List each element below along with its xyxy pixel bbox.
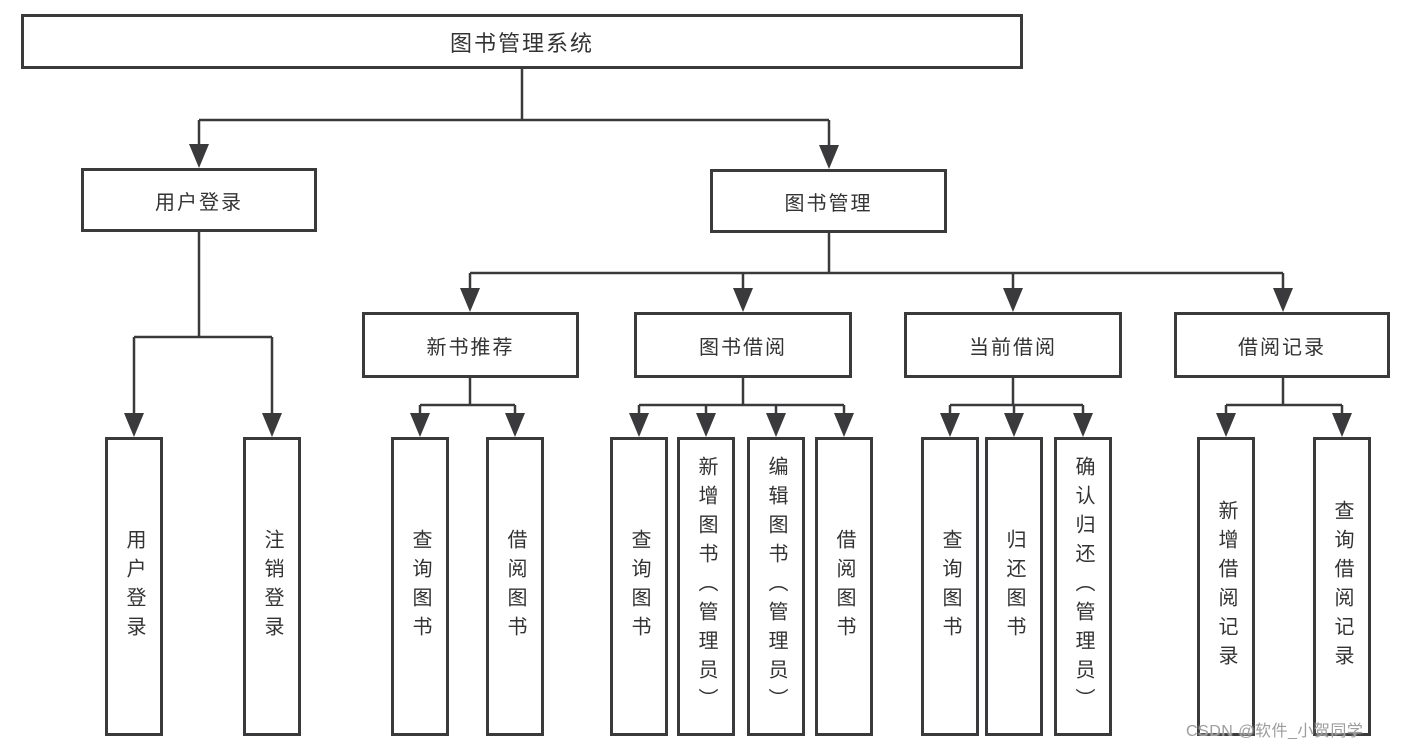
leaf-user-login-label: 用户登录 bbox=[123, 528, 145, 645]
leaf-current-query-books-label: 查询图书 bbox=[939, 528, 961, 645]
node-book-borrow: 图书借阅 bbox=[634, 312, 852, 378]
leaf-borrow-borrow-books-label: 借阅图书 bbox=[833, 528, 855, 645]
leaf-current-confirm-return-label: 确认归还（管理员） bbox=[1072, 456, 1094, 717]
leaf-logout: 注销登录 bbox=[243, 437, 301, 736]
leaf-records-add-record: 新增借阅记录 bbox=[1197, 437, 1255, 736]
leaf-borrow-edit-books: 编辑图书（管理员） bbox=[747, 437, 805, 736]
leaf-user-login: 用户登录 bbox=[105, 437, 163, 736]
leaf-borrow-edit-books-label: 编辑图书（管理员） bbox=[765, 456, 787, 717]
node-borrow-records: 借阅记录 bbox=[1174, 312, 1390, 378]
node-book-management: 图书管理 bbox=[710, 169, 947, 233]
leaf-recommend-query-books-label: 查询图书 bbox=[409, 528, 431, 645]
node-user-login: 用户登录 bbox=[81, 168, 317, 232]
leaf-current-return-books: 归还图书 bbox=[985, 437, 1043, 736]
leaf-records-query-record-label: 查询借阅记录 bbox=[1331, 499, 1353, 674]
node-current-borrow: 当前借阅 bbox=[904, 312, 1122, 378]
leaf-records-query-record: 查询借阅记录 bbox=[1313, 437, 1371, 736]
node-new-book-recommend: 新书推荐 bbox=[362, 312, 579, 378]
leaf-recommend-borrow-books: 借阅图书 bbox=[486, 437, 544, 736]
leaf-borrow-query-books-label: 查询图书 bbox=[628, 528, 650, 645]
leaf-recommend-query-books: 查询图书 bbox=[391, 437, 449, 736]
csdn-watermark: CSDN @软件_小贺同学 bbox=[1186, 723, 1364, 740]
leaf-current-query-books: 查询图书 bbox=[921, 437, 979, 736]
leaf-recommend-borrow-books-label: 借阅图书 bbox=[504, 528, 526, 645]
leaf-borrow-add-books-label: 新增图书（管理员） bbox=[695, 456, 717, 717]
leaf-borrow-add-books: 新增图书（管理员） bbox=[677, 437, 735, 736]
leaf-records-add-record-label: 新增借阅记录 bbox=[1215, 499, 1237, 674]
leaf-current-return-books-label: 归还图书 bbox=[1003, 528, 1025, 645]
leaf-current-confirm-return: 确认归还（管理员） bbox=[1054, 437, 1112, 736]
leaf-logout-label: 注销登录 bbox=[261, 528, 283, 645]
leaf-borrow-query-books: 查询图书 bbox=[610, 437, 668, 736]
node-root: 图书管理系统 bbox=[21, 14, 1023, 69]
leaf-borrow-borrow-books: 借阅图书 bbox=[815, 437, 873, 736]
